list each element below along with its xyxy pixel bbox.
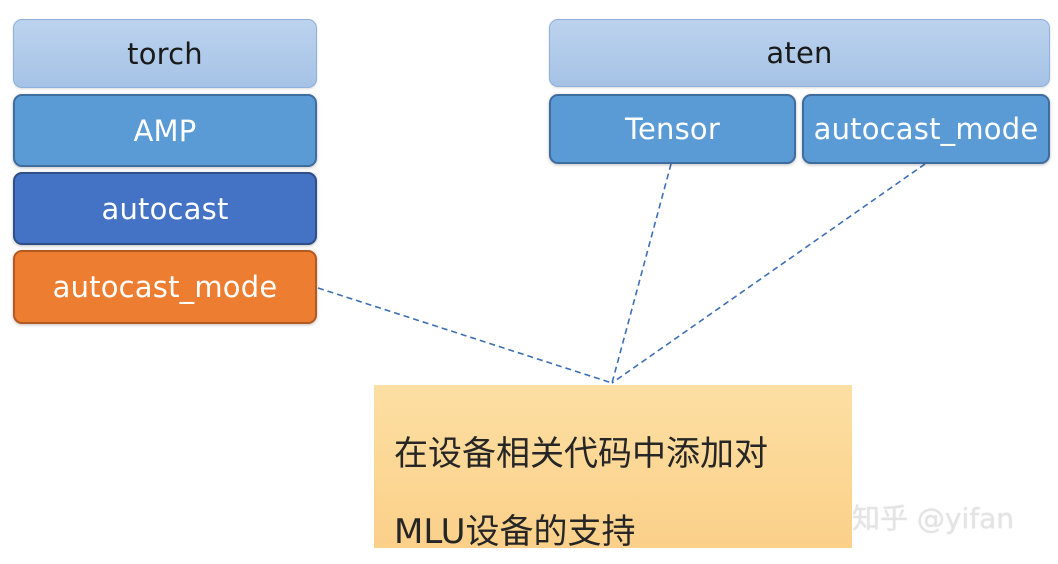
torch-amp-layer: AMP: [13, 94, 317, 167]
connector-aten-tensor: [611, 163, 672, 384]
torch-header: torch: [13, 19, 317, 88]
connector-aten-autocast-mode: [611, 163, 926, 384]
note-line-1: 在设备相关代码中添加对: [394, 434, 768, 474]
note-box: 在设备相关代码中添加对 MLU设备的支持: [374, 385, 852, 552]
torch-autocast-layer: autocast: [13, 172, 317, 245]
connector-torch-autocast-mode: [317, 287, 613, 384]
watermark: 知乎 @yifan: [852, 502, 1015, 535]
aten-header: aten: [549, 19, 1050, 87]
aten-tensor-box: Tensor: [549, 94, 796, 164]
torch-autocast-mode-layer: autocast_mode: [13, 250, 317, 324]
note-line-2: MLU设备的支持: [394, 512, 636, 552]
aten-autocast-mode-box: autocast_mode: [802, 94, 1050, 164]
